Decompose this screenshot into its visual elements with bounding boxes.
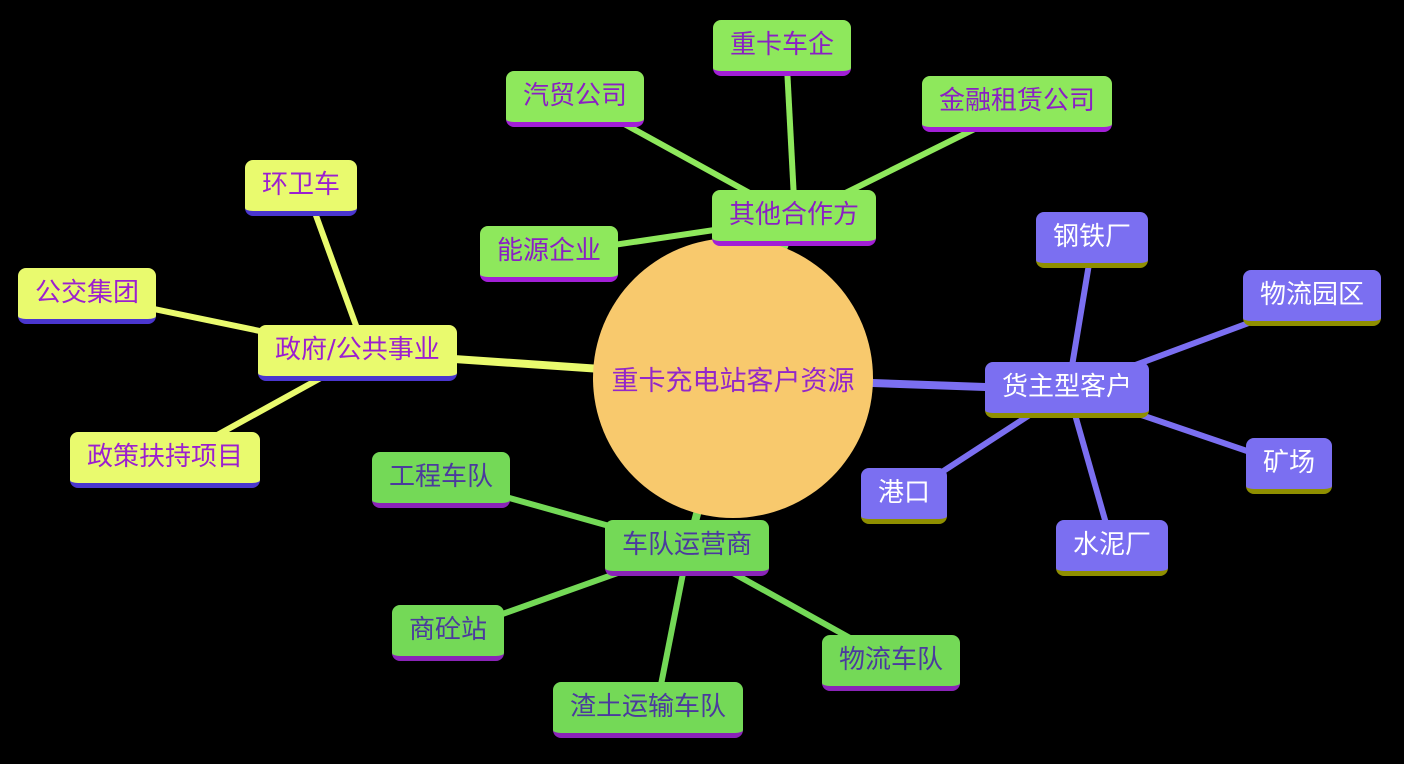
node-government[interactable]: 政府/公共事业 <box>258 325 457 381</box>
node-muck-transport-fleet[interactable]: 渣土运输车队 <box>553 682 744 738</box>
node-cargo-owner-customers[interactable]: 货主型客户 <box>985 362 1150 418</box>
root-node-circle[interactable]: 重卡充电站客户资源 <box>593 238 873 518</box>
node-bus-group[interactable]: 公交集团 <box>18 268 157 324</box>
node-auto-trade-company[interactable]: 汽贸公司 <box>506 71 645 127</box>
node-policy-support-project[interactable]: 政策扶持项目 <box>70 432 261 488</box>
edge-partners-truck-maker <box>783 47 798 219</box>
node-steel-plant[interactable]: 钢铁厂 <box>1036 212 1149 268</box>
node-energy-enterprise[interactable]: 能源企业 <box>480 226 619 282</box>
node-fleet-operators[interactable]: 车队运营商 <box>605 520 770 576</box>
node-engineering-fleet[interactable]: 工程车队 <box>372 452 511 508</box>
node-sanitation-truck[interactable]: 环卫车 <box>245 160 358 216</box>
node-concrete-station[interactable]: 商砼站 <box>392 605 505 661</box>
node-heavy-truck-maker[interactable]: 重卡车企 <box>713 20 852 76</box>
node-port[interactable]: 港口 <box>861 468 948 524</box>
node-cement-plant[interactable]: 水泥厂 <box>1056 520 1169 576</box>
node-partners[interactable]: 其他合作方 <box>712 190 877 246</box>
node-logistics-park[interactable]: 物流园区 <box>1243 270 1382 326</box>
node-logistics-fleet[interactable]: 物流车队 <box>822 635 961 691</box>
node-mine[interactable]: 矿场 <box>1246 438 1333 494</box>
root-node-label: 重卡充电站客户资源 <box>611 365 855 397</box>
node-finance-lease-company[interactable]: 金融租赁公司 <box>922 76 1113 132</box>
